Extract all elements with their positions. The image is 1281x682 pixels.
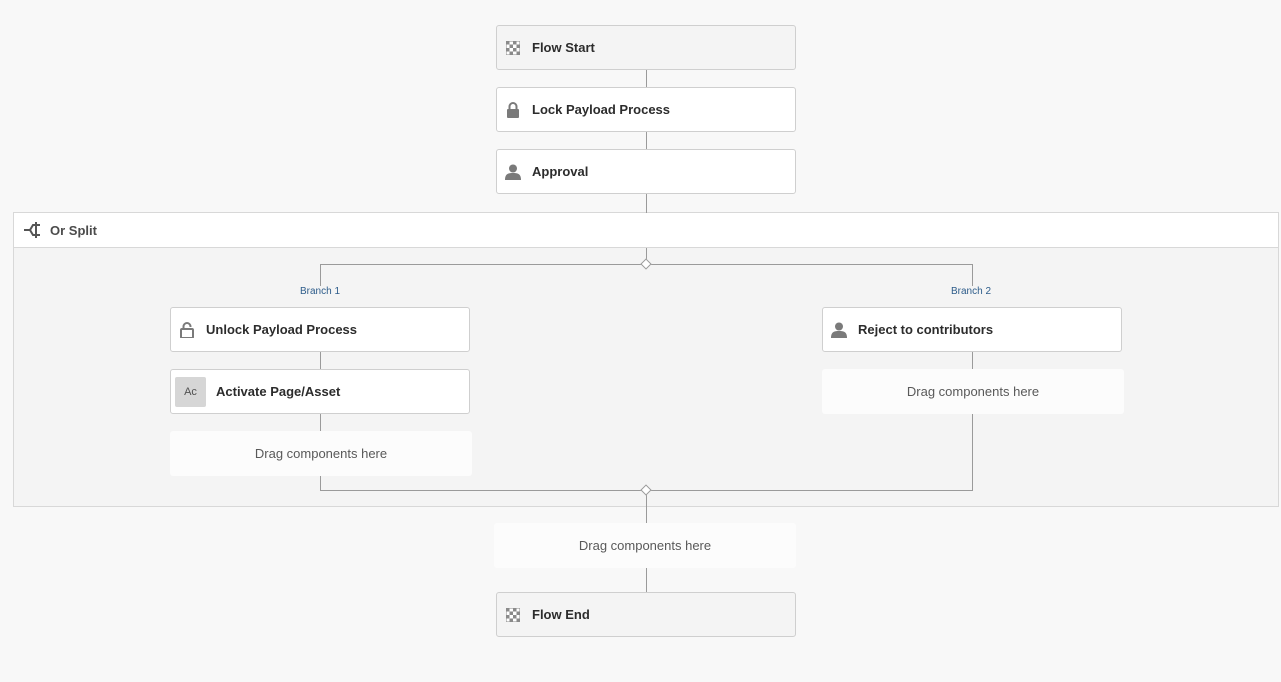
branch-connector [972, 351, 973, 370]
node-label: Flow Start [532, 40, 595, 55]
branch-connector [972, 413, 973, 491]
approval-node[interactable]: Approval [496, 149, 796, 194]
branch-connector [320, 413, 321, 432]
branch-2-label[interactable]: Branch 2 [951, 286, 992, 297]
branch-connector [320, 351, 321, 370]
branch-connector [320, 264, 321, 286]
checkered-flag-icon [505, 40, 521, 56]
branch-1-dropzone[interactable]: Drag components here [170, 431, 472, 476]
connector [646, 131, 647, 150]
branch-1-label[interactable]: Branch 1 [300, 286, 341, 297]
branch-connector [320, 476, 321, 491]
connector [646, 69, 647, 88]
flow-end-node[interactable]: Flow End [496, 592, 796, 637]
reject-to-contributors-node[interactable]: Reject to contributors [822, 307, 1122, 352]
node-label: Reject to contributors [858, 322, 994, 337]
lock-payload-process-node[interactable]: Lock Payload Process [496, 87, 796, 132]
unlock-payload-process-node[interactable]: Unlock Payload Process [170, 307, 470, 352]
unlock-icon [179, 321, 195, 338]
lock-icon [505, 101, 521, 118]
split-icon [24, 222, 40, 238]
node-label: Unlock Payload Process [206, 322, 358, 337]
connector [646, 568, 647, 593]
or-split-label: Or Split [50, 222, 97, 238]
checkered-flag-icon [505, 607, 521, 623]
flow-start-node[interactable]: Flow Start [496, 25, 796, 70]
node-label: Approval [532, 164, 589, 179]
user-icon [505, 164, 521, 180]
main-dropzone[interactable]: Drag components here [494, 523, 796, 568]
activate-page-asset-node[interactable]: Ac Activate Page/Asset [170, 369, 470, 414]
connector [646, 193, 647, 213]
branch-connector [972, 264, 973, 286]
or-split-header[interactable]: Or Split [14, 213, 1278, 248]
user-icon [831, 322, 847, 338]
connector [646, 494, 647, 524]
node-label: Lock Payload Process [532, 102, 671, 117]
node-label: Flow End [532, 607, 590, 622]
ac-badge-icon: Ac [175, 376, 206, 407]
connector [646, 248, 647, 261]
node-label: Activate Page/Asset [216, 384, 341, 399]
branch-2-dropzone[interactable]: Drag components here [822, 369, 1124, 414]
